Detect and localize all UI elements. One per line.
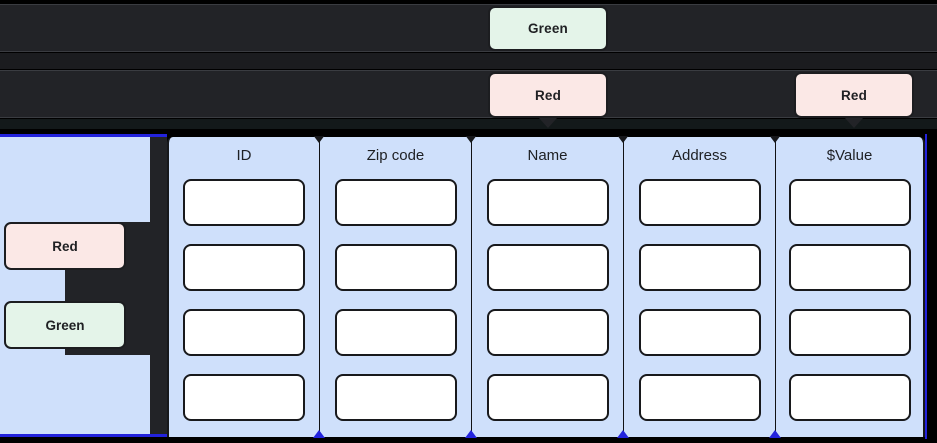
column-divider-notch-bottom-icon — [769, 430, 781, 438]
badge-pointer-right-icon — [845, 118, 863, 128]
left-panel-bottom-border — [0, 434, 167, 437]
table-top-rail — [167, 129, 937, 136]
table-cell-input[interactable] — [183, 179, 305, 226]
table-cell-input[interactable] — [638, 309, 761, 356]
table-column-name[interactable]: Name — [471, 137, 624, 437]
table-column-value[interactable]: $Value — [775, 137, 925, 437]
table-cell-input[interactable] — [183, 309, 305, 356]
banner-bar-gap — [0, 53, 937, 69]
badge-pointer-center-icon — [539, 118, 557, 128]
column-header-name: Name — [527, 147, 568, 164]
table-cell-input[interactable] — [486, 374, 609, 421]
table-cell-input[interactable] — [183, 244, 305, 291]
table-cell-input[interactable] — [334, 244, 457, 291]
banner-bar-row-1 — [0, 4, 937, 52]
column-divider-notch-top-icon — [617, 135, 629, 143]
table-column-zip-code[interactable]: Zip code — [319, 137, 472, 437]
table-cell-input[interactable] — [334, 309, 457, 356]
banner-badge-green[interactable]: Green — [488, 6, 608, 51]
table-cell-input[interactable] — [788, 309, 911, 356]
table-cell-input[interactable] — [183, 374, 305, 421]
banner-bar-row-2 — [0, 70, 937, 118]
table-cell-input[interactable] — [486, 244, 609, 291]
table-cell-input[interactable] — [486, 309, 609, 356]
column-divider-notch-top-icon — [313, 135, 325, 143]
table-cell-input[interactable] — [638, 179, 761, 226]
left-panel-gutter[interactable] — [150, 137, 167, 434]
column-divider-notch-top-icon — [465, 135, 477, 143]
table-cell-input[interactable] — [788, 374, 911, 421]
sidebar-badge-red[interactable]: Red — [4, 222, 126, 270]
table-column-address[interactable]: Address — [623, 137, 776, 437]
banner-badge-red-center[interactable]: Red — [488, 72, 608, 118]
left-panel-top-border — [0, 134, 167, 137]
banner-badge-red-right[interactable]: Red — [794, 72, 914, 118]
column-header-address: Address — [671, 147, 728, 164]
column-header-zip-code: Zip code — [366, 147, 425, 164]
sidebar-badge-green[interactable]: Green — [4, 301, 126, 349]
data-table: ID Zip code Name Address — [167, 135, 925, 438]
column-header-value: $Value — [826, 147, 873, 164]
column-divider-notch-top-icon — [769, 135, 781, 143]
table-column-id[interactable]: ID — [167, 137, 320, 437]
column-divider-notch-bottom-icon — [313, 430, 325, 438]
column-divider-notch-bottom-icon — [465, 430, 477, 438]
banner-region — [0, 0, 937, 130]
column-divider-notch-bottom-icon — [617, 430, 629, 438]
table-cell-input[interactable] — [638, 374, 761, 421]
table-cell-input[interactable] — [788, 244, 911, 291]
table-cell-input[interactable] — [334, 374, 457, 421]
banner-bar-tail — [0, 119, 937, 129]
right-edge-border — [925, 134, 927, 439]
table-cell-input[interactable] — [638, 244, 761, 291]
table-cell-input[interactable] — [334, 179, 457, 226]
table-cell-input[interactable] — [486, 179, 609, 226]
table-cell-input[interactable] — [788, 179, 911, 226]
column-header-id: ID — [236, 147, 252, 164]
